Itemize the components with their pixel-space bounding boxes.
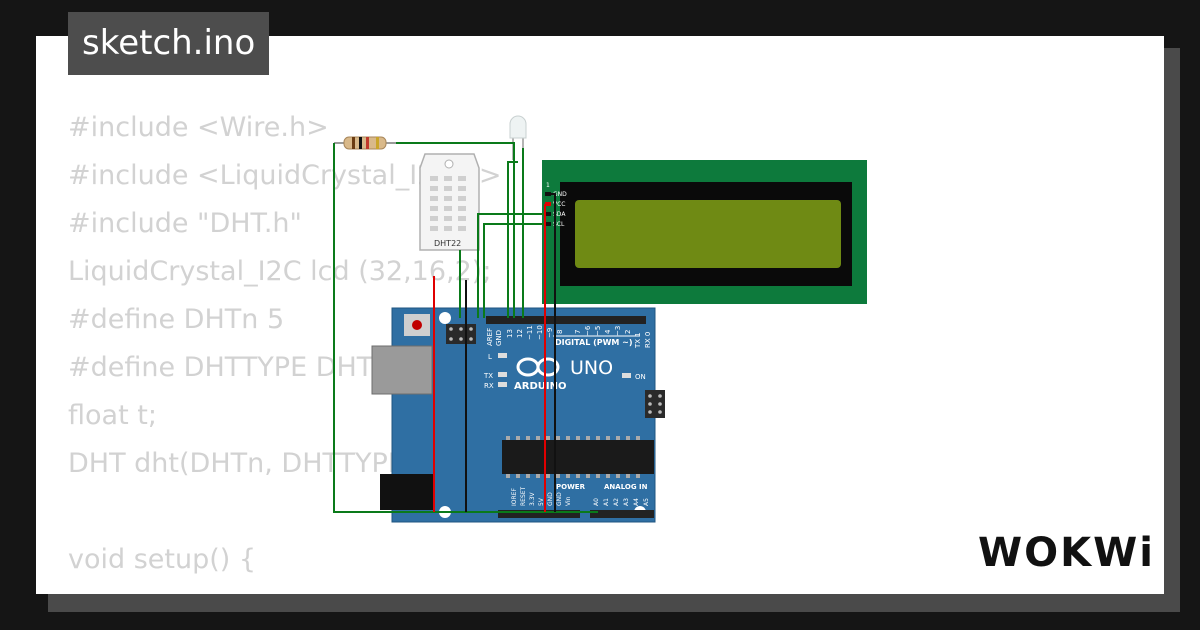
pin-label: 12: [516, 329, 524, 338]
pin-label: 13: [506, 329, 514, 338]
pin-label: A5: [643, 498, 650, 506]
pin-label: ~6: [584, 325, 592, 336]
pin-label: 5V: [538, 497, 545, 506]
wokwi-logo: WOKWi: [978, 530, 1150, 576]
pin-label: A2: [613, 498, 620, 506]
digital-pin-header: [486, 316, 646, 324]
power-pin-header: [498, 510, 580, 518]
code-line: LiquidCrystal_I2C lcd (32,16,2);: [68, 256, 492, 287]
analog-pin-header: [590, 510, 654, 518]
wire-green: [507, 161, 518, 318]
code-line: #include <Wire.h>: [68, 112, 329, 143]
pin-label: GND: [495, 330, 503, 346]
dht22-sensor[interactable]: DHT22: [419, 153, 480, 251]
code-line: #include "DHT.h": [68, 208, 302, 239]
reset-button-cap[interactable]: [412, 320, 422, 330]
sensor-label: DHT22: [434, 239, 461, 248]
icsp2-header: [645, 390, 665, 418]
lcd-pin-label: VCC: [553, 201, 565, 208]
lcd-pin-label: 1: [546, 182, 550, 189]
led-on: [622, 373, 631, 378]
atmega-chip: [502, 440, 654, 474]
lcd-pin-label: SDA: [553, 211, 566, 218]
pin-label: 4: [604, 329, 612, 334]
chip-pins: [506, 436, 640, 478]
pin-label: RESET: [520, 486, 527, 506]
resistor-band: [366, 137, 369, 149]
led-l-label: L: [488, 353, 492, 361]
wire-green: [396, 142, 515, 318]
pin-label: AREF: [486, 328, 494, 346]
pin-label: 2: [624, 330, 632, 334]
arduino-uno-board[interactable]: AREF GND 13 12 ~11 ~10 ~9 8 7 ~6 ~5 4 ~3…: [371, 307, 665, 523]
pin-label: 8: [556, 330, 564, 334]
pin-label: A4: [633, 498, 640, 506]
pin-label: A0: [593, 498, 600, 506]
pin-label: ~5: [594, 326, 602, 336]
wire-green: [483, 223, 545, 318]
pin-label: GND: [556, 492, 563, 506]
pin-label: ~3: [614, 326, 622, 336]
resistor-band: [359, 137, 362, 149]
resistor[interactable]: [334, 136, 396, 150]
digital-label: DIGITAL (PWM ~): [555, 338, 633, 347]
project-title: sketch.ino: [68, 12, 270, 75]
wires: [333, 142, 598, 513]
power-jack: [380, 474, 434, 510]
pin-label: Vin: [565, 496, 572, 506]
led-rx-label: RX: [484, 382, 494, 390]
usb-port: [371, 345, 433, 395]
mount-hole: [439, 312, 451, 324]
code-line: void setup() {: [68, 544, 257, 575]
wire-green: [333, 143, 598, 513]
pin-label: A3: [623, 498, 630, 506]
lcd-module[interactable]: 1 GND VCC SDA SCL: [542, 160, 867, 304]
lcd-screen: [575, 200, 841, 268]
brand-label: ARDUINO: [514, 381, 566, 392]
pin-label: RX 0: [644, 332, 652, 348]
resistor-body: [343, 136, 387, 150]
led-tx: [498, 372, 507, 377]
wokwi-logo-text: WOKWi: [978, 530, 1150, 576]
sensor-grille: [430, 176, 466, 231]
sensor-mount-hole: [444, 159, 454, 169]
arduino-infinity-logo: [516, 357, 560, 377]
resistor-band: [352, 137, 355, 149]
pin-label: ~11: [526, 325, 534, 340]
led-l: [498, 353, 507, 358]
led-tx-label: TX: [483, 372, 493, 380]
led-on-label: ON: [635, 373, 646, 381]
pin-label: 3.3V: [529, 491, 536, 506]
wire-green: [477, 213, 545, 318]
pin-label: 7: [574, 330, 582, 334]
model-label: UNO: [570, 357, 613, 379]
led-rx: [498, 382, 507, 387]
pin-label: TX 1: [634, 332, 642, 349]
pin-label: ~9: [546, 328, 554, 338]
resistor-band: [376, 137, 379, 149]
code-line: dht.begin();: [68, 584, 502, 594]
led-lens: [509, 115, 527, 139]
lcd-pin-label: SCL: [553, 221, 565, 228]
pin-label: GND: [547, 492, 554, 506]
analog-label: ANALOG IN: [604, 483, 648, 491]
icsp-header: [446, 324, 476, 344]
code-line: float t;: [68, 400, 157, 431]
pin-label: IOREF: [511, 488, 518, 506]
power-label: POWER: [556, 483, 586, 491]
lcd-pin-label: GND: [553, 191, 567, 198]
wire-black: [545, 193, 556, 512]
code-line: #define DHTn 5: [68, 304, 285, 335]
pin-label: ~10: [536, 325, 544, 340]
pin-label: A1: [603, 498, 610, 506]
